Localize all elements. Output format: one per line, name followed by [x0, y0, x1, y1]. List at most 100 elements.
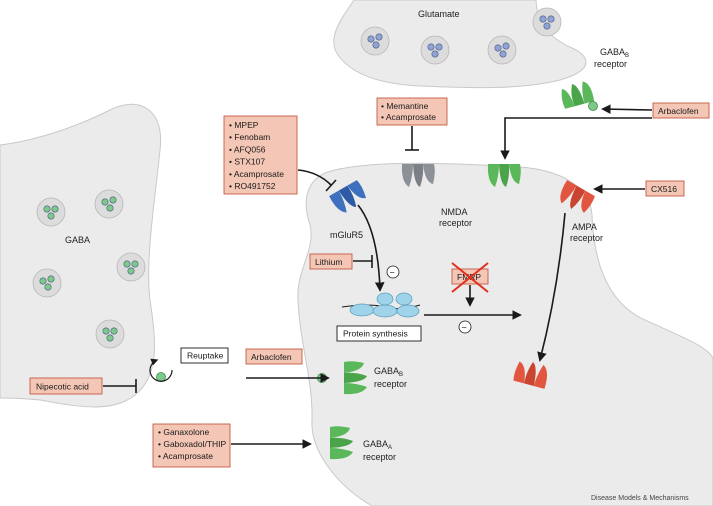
postsynaptic-neuron	[297, 162, 713, 506]
mglur5-drug-item: • AFQ056	[229, 144, 266, 154]
nmda-drug-item: • Memantine	[381, 101, 429, 111]
gaba-vesicle-neurotransmitter	[47, 212, 55, 220]
inhibit-lithium	[353, 255, 373, 268]
lithium-label: Lithium	[315, 257, 342, 267]
nmda-drug-list: • Memantine• Acamprosate	[381, 101, 436, 122]
gabab-receptor-bottom	[344, 361, 367, 395]
gaba-vesicle	[94, 189, 124, 219]
gaba-vesicle-neurotransmitter	[127, 267, 135, 275]
reuptake-cycle-icon	[149, 358, 173, 382]
glutamate-vesicle-neurotransmitter	[539, 15, 547, 23]
glutamate-vesicle	[360, 26, 390, 56]
glutamate-terminal	[333, 0, 587, 89]
gabaa-label: GABAA	[363, 439, 392, 451]
gaba-vesicle	[116, 252, 146, 282]
nmda-drugs-box	[376, 97, 448, 126]
reuptake-label: Reuptake	[187, 351, 224, 361]
gabab-receptor-top	[561, 81, 595, 109]
gaba-vesicle-neurotransmitter	[106, 334, 114, 342]
glutamate-label: Glutamate	[418, 9, 460, 19]
gaba-vesicle-neurotransmitter	[101, 198, 109, 206]
nipecotic-acid-box	[29, 377, 103, 395]
glutamate-vesicle-neurotransmitter	[372, 41, 380, 49]
gaba-vesicle-neurotransmitter	[110, 327, 118, 335]
gaba-ligand-reuptake	[156, 372, 166, 382]
protein-synthesis-box	[336, 325, 422, 342]
gaba-vesicle-neurotransmitter	[47, 275, 55, 283]
reuptake-box	[180, 347, 229, 364]
gaba-vesicle-neurotransmitter	[39, 277, 47, 285]
glutamate-vesicle-neurotransmitter	[367, 35, 375, 43]
gabab-bottom-label-line2: receptor	[374, 379, 407, 389]
arbaclofen-bottom-label: Arbaclofen	[251, 352, 292, 362]
gabaa-label-line2: receptor	[363, 452, 396, 462]
gaba-vesicle-neurotransmitter	[109, 196, 117, 204]
ampa-receptor-top	[560, 180, 595, 213]
ampa-label-line2: receptor	[570, 233, 603, 243]
gaba-vesicle-neurotransmitter	[44, 283, 52, 291]
arrow-arbaclofen-top-gabab	[601, 104, 653, 114]
gaba-label: GABA	[65, 235, 90, 245]
glutamate-vesicle-neurotransmitter	[375, 33, 383, 41]
mglur5-label: mGluR5	[330, 230, 363, 240]
arrow-ampa-internalization	[537, 212, 566, 362]
inhibit-symbol-lithium-text: −	[390, 268, 395, 278]
mglur5-drug-item: • STX107	[229, 157, 265, 167]
nmda-drug-item: • Acamprosate	[381, 112, 436, 122]
arbaclofen-top-box	[652, 102, 710, 119]
inhibit-symbol-lithium	[386, 265, 400, 279]
inhibit-nipecotic	[103, 379, 137, 393]
gaba-vesicle-neurotransmitter	[102, 327, 110, 335]
gabaa-drugs-box	[152, 423, 231, 468]
glutamate-vesicle-neurotransmitter	[427, 43, 435, 51]
gabab-bottom-label: GABAB	[374, 366, 403, 378]
gaba-vesicle-neurotransmitter	[43, 205, 51, 213]
glutamate-vesicle-neurotransmitter	[494, 44, 502, 52]
arbaclofen-bottom-box	[245, 348, 303, 365]
glutamate-vesicle-neurotransmitter	[502, 42, 510, 50]
glutamate-vesicle	[420, 35, 450, 65]
gabaa-drug-list: • Ganaxolone• Gaboxadol/THIP• Acamprosat…	[158, 427, 227, 461]
gabaa-drug-item: • Acamprosate	[158, 451, 213, 461]
gaba-vesicle-neurotransmitter	[123, 260, 131, 268]
gabab-receptor-postsynaptic-top	[487, 164, 521, 187]
gabaa-receptor	[330, 426, 353, 460]
glutamate-vesicle-neurotransmitter	[547, 15, 555, 23]
arbaclofen-top-label: Arbaclofen	[658, 106, 699, 116]
glutamate-vesicle-neurotransmitter	[431, 50, 439, 58]
gabab-top-label: GABAB	[600, 47, 629, 59]
fmrp-absent-cross-icon	[451, 262, 489, 293]
glutamate-vesicles	[360, 7, 562, 65]
glutamate-vesicle-neurotransmitter	[499, 50, 507, 58]
lithium-box	[309, 253, 353, 270]
protein-synthesis-label: Protein synthesis	[343, 329, 408, 339]
gaba-vesicles	[32, 189, 146, 349]
arrow-mglur5-protein-synthesis	[357, 204, 385, 292]
inhibit-symbol-fmrp-text: −	[462, 323, 467, 333]
mglur5-drug-item: • RO491752	[229, 181, 276, 191]
ribosome-complex	[341, 292, 421, 318]
gaba-vesicle-neurotransmitter	[51, 205, 59, 213]
nmda-label-line2: receptor	[439, 218, 472, 228]
ampa-label-line1: AMPA	[572, 222, 597, 232]
mglur5-drug-item: • Fenobam	[229, 132, 270, 142]
glutamate-vesicle	[487, 35, 517, 65]
gaba-vesicle	[95, 319, 125, 349]
gaba-vesicle	[32, 268, 62, 298]
cx516-box	[645, 180, 685, 197]
gaba-vesicle-neurotransmitter	[131, 260, 139, 268]
inhibit-symbol-fmrp	[458, 320, 472, 334]
gaba-vesicle-neurotransmitter	[106, 204, 114, 212]
cx516-label: CX516	[651, 184, 677, 194]
arbaclofen-ligand-top	[588, 101, 598, 111]
inhibit-nmda	[405, 126, 419, 151]
mglur5-drug-item: • Acamprosate	[229, 169, 284, 179]
mglur5-drugs-box	[223, 115, 298, 195]
nipecotic-acid-label: Nipecotic acid	[36, 382, 89, 392]
mglur5-receptor	[329, 180, 366, 213]
mglur5-drug-list: • MPEP • Fenobam • AFQ056 • STX107 • Acampro…	[229, 120, 284, 191]
mglur5-drug-item: • MPEP	[229, 120, 259, 130]
glutamate-vesicle-neurotransmitter	[543, 22, 551, 30]
